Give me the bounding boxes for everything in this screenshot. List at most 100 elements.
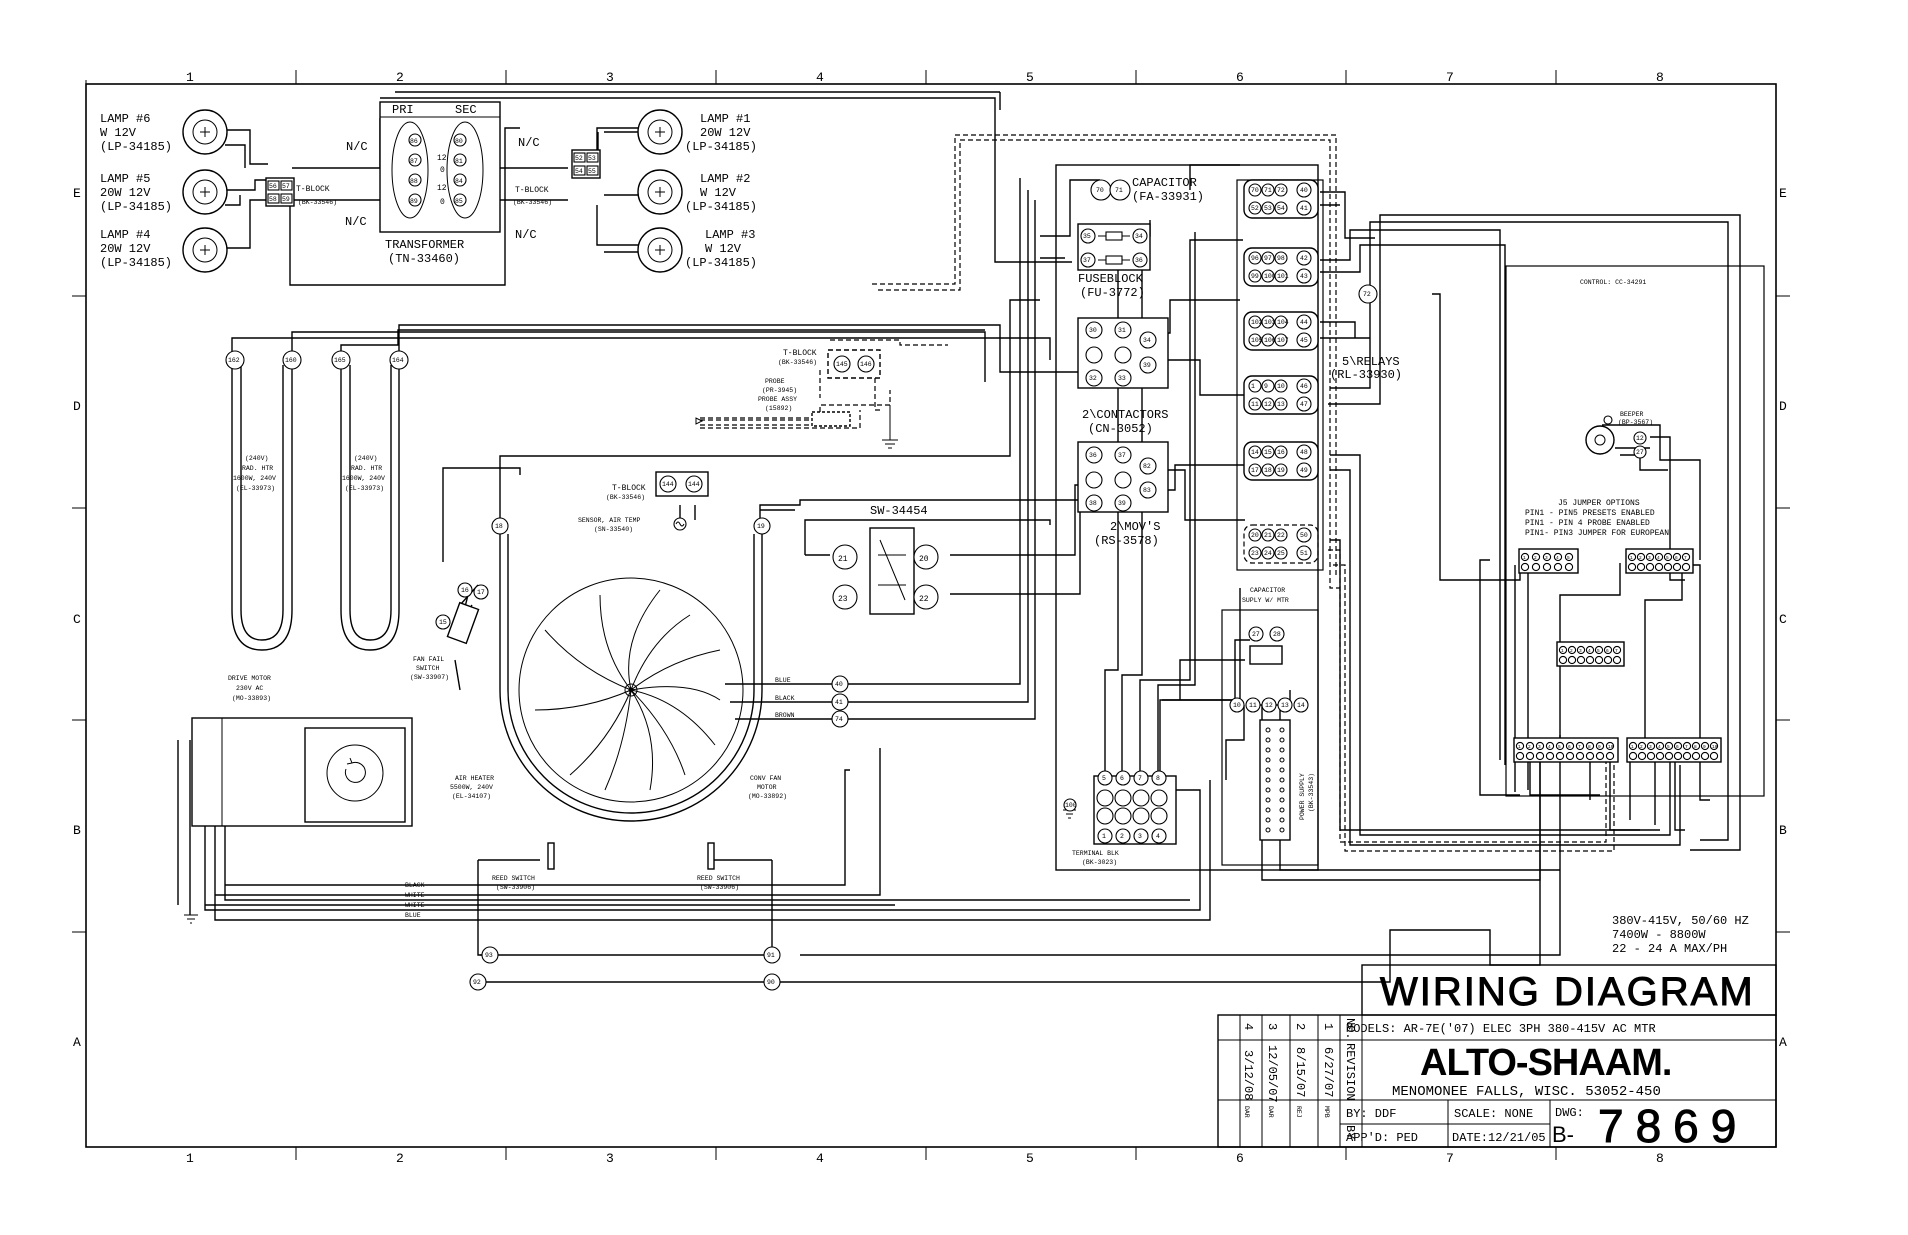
connector-pin bbox=[1637, 751, 1647, 761]
connector-pin-label: 5 bbox=[1666, 555, 1669, 561]
connector-pin-label: 9 bbox=[1703, 744, 1706, 750]
connector-pin-label: 2 bbox=[1534, 555, 1537, 561]
terminal-38: 38 bbox=[1089, 500, 1097, 507]
terminal-37b: 37 bbox=[1118, 452, 1126, 459]
relay-terminal-label: 71 bbox=[1264, 187, 1272, 194]
connector-pin bbox=[1672, 562, 1682, 572]
connector-pin-label: 3 bbox=[1545, 555, 1548, 561]
lamp-6-name: LAMP #6 bbox=[100, 112, 150, 126]
connector-pin bbox=[1646, 751, 1656, 761]
lamp-tb-r-54: 54 bbox=[575, 168, 583, 175]
drive-motor-b: 230V AC bbox=[236, 685, 263, 692]
connector-pin bbox=[1663, 552, 1673, 562]
terminal-40: 40 bbox=[835, 681, 843, 688]
connector-pin bbox=[1531, 552, 1541, 562]
connector-pin bbox=[1567, 655, 1577, 665]
wire-label-brown: BROWN bbox=[775, 712, 795, 719]
connector-pin-label: 5 bbox=[1597, 648, 1600, 654]
grid-col-3-bottom: 3 bbox=[606, 1151, 614, 1166]
reed-switch-1: REED SWITCH (SW-33906) bbox=[492, 842, 555, 891]
beeper-part: (BP-3567) bbox=[1618, 419, 1653, 426]
terminal-20: 20 bbox=[919, 555, 929, 564]
relay-terminal bbox=[1261, 333, 1275, 347]
connector-pin-label: 4 bbox=[1588, 648, 1591, 654]
terminal-18: 18 bbox=[495, 523, 503, 530]
fuseblock-part: (FU-3772) bbox=[1080, 286, 1145, 300]
relay-terminal-label: 22 bbox=[1277, 532, 1285, 539]
grid-col-2-top: 2 bbox=[396, 70, 404, 85]
connector-pin bbox=[1520, 552, 1530, 562]
probe-tblock-label: T-BLOCK bbox=[783, 349, 817, 358]
rad1-d: (EL-33973) bbox=[236, 485, 275, 492]
terminal-165: 165 bbox=[334, 357, 346, 364]
air-heater: 18 19 AIR HEATER 5500W, 240V (EL-34107) … bbox=[450, 517, 787, 822]
terminal-145: 145 bbox=[836, 361, 848, 368]
transformer-pri: PRI bbox=[392, 103, 414, 117]
grid-row-a-right: A bbox=[1779, 1035, 1787, 1050]
fan-fail-a: FAN FAIL bbox=[413, 656, 444, 663]
relay-terminal bbox=[1296, 527, 1312, 543]
relay-terminal-label: 47 bbox=[1300, 401, 1308, 408]
transformer-sec: SEC bbox=[455, 103, 477, 117]
title-block: WIRING DIAGRAM MODELS: AR-7E('07) ELEC 3… bbox=[1217, 964, 1777, 1153]
drive-motor-a: DRIVE MOTOR bbox=[228, 675, 271, 682]
connector-pin bbox=[1709, 751, 1719, 761]
connector-pin bbox=[1673, 741, 1683, 751]
grid-row-e-right: E bbox=[1779, 186, 1787, 201]
relay-terminal bbox=[1248, 183, 1262, 197]
rev-4-no: 4 bbox=[1241, 1023, 1255, 1030]
lamp-4-part: (LP-34185) bbox=[100, 256, 172, 270]
rev-2-no: 2 bbox=[1293, 1023, 1307, 1030]
rad2-b: RAD. HTR bbox=[351, 465, 382, 472]
relay-terminal bbox=[1261, 251, 1275, 265]
switch-sw34454: SW-34454 21 20 23 22 bbox=[832, 504, 939, 615]
control-board: CONTROL: CC-34291 12 27 BEEPER (BP-3567)… bbox=[1505, 265, 1765, 797]
connector-pin bbox=[1594, 645, 1604, 655]
connector-pin-label: 5 bbox=[1567, 555, 1570, 561]
connector-pin bbox=[1595, 751, 1605, 761]
power-supply: 10 11 12 13 14 POWER SUPPLY (BK-33543) bbox=[1229, 697, 1315, 841]
capacitor-label: CAPACITOR bbox=[1132, 176, 1197, 190]
lamp-3-name: LAMP #3 bbox=[705, 228, 755, 242]
beeper-label: BEEPER bbox=[1620, 411, 1644, 418]
grid-col-4-top: 4 bbox=[816, 70, 824, 85]
grid-col-1-top: 1 bbox=[186, 70, 194, 85]
title-by: BY: DDF bbox=[1346, 1107, 1396, 1121]
lamp-5-rating: 20W 12V bbox=[100, 186, 151, 200]
terminal-144b: 144 bbox=[688, 481, 700, 488]
relay-terminal bbox=[1261, 269, 1275, 283]
movs-part: (RS-3578) bbox=[1094, 534, 1159, 548]
lamp-tb-l-56: 56 bbox=[269, 183, 277, 190]
terminal-blk-label: TERMINAL BLK bbox=[1072, 850, 1119, 857]
connector-pin bbox=[1627, 562, 1637, 572]
tb-bot-4: 4 bbox=[1156, 833, 1160, 840]
relay-terminal bbox=[1274, 546, 1288, 560]
relay-terminal bbox=[1274, 269, 1288, 283]
rev-header-by: BY bbox=[1343, 1125, 1357, 1139]
terminal-100: 100 bbox=[1065, 802, 1077, 809]
connector-pin bbox=[1646, 741, 1656, 751]
fan-fail-switch: 16 17 15 FAN FAIL SWITCH (SW-33907) bbox=[410, 582, 489, 681]
connector-pin-label: 8 bbox=[1588, 744, 1591, 750]
terminal-83: 83 bbox=[1143, 487, 1151, 494]
connector-pin bbox=[1575, 751, 1585, 761]
lamp-1-rating: 20W 12V bbox=[700, 126, 751, 140]
contactors-part: (CN-3052) bbox=[1088, 422, 1153, 436]
nc-label-3: N/C bbox=[518, 136, 540, 150]
rev-header-revision: REVISION bbox=[1343, 1043, 1357, 1101]
nc-label-1: N/C bbox=[346, 140, 368, 154]
relay-terminal-label: 101 bbox=[1277, 273, 1289, 280]
lamp-group-right: LAMP #1 20W 12V (LP-34185) LAMP #2 W 12V… bbox=[637, 109, 757, 273]
connector-pin-label: 6 bbox=[1676, 744, 1679, 750]
connector-pin-label: 4 bbox=[1556, 555, 1559, 561]
lamp-tblock-right-label: T-BLOCK bbox=[515, 186, 549, 195]
relay-terminal-label: 97 bbox=[1264, 255, 1272, 262]
beeper-pin-27: 27 bbox=[1636, 449, 1644, 456]
relay-terminal-label: 17 bbox=[1251, 467, 1259, 474]
relay-terminal bbox=[1248, 397, 1262, 411]
jumper-title: J5 JUMPER OPTIONS bbox=[1558, 499, 1640, 508]
fan-fail-c: (SW-33907) bbox=[410, 674, 449, 681]
rad2-a: (240V) bbox=[354, 455, 377, 462]
lamp-2-rating: W 12V bbox=[700, 186, 737, 200]
